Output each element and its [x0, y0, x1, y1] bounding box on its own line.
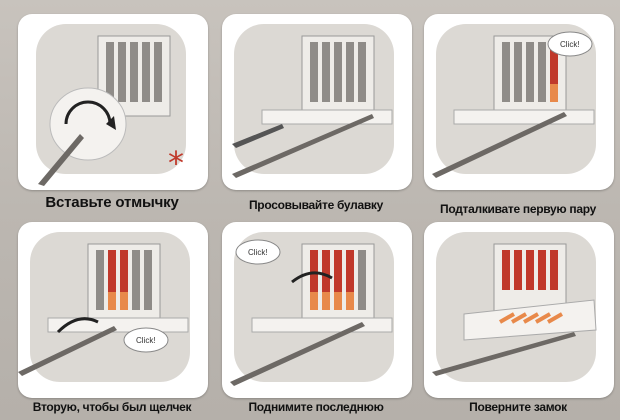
pin — [334, 42, 342, 102]
pin — [310, 42, 318, 102]
pin-key — [120, 292, 128, 310]
step-2-caption: Просовывайте булавку — [248, 198, 384, 212]
click-bubble: Click! — [123, 327, 169, 353]
pin-stack-5 — [310, 250, 366, 310]
step-1-panel: * — [18, 14, 208, 190]
step-6-illustration — [432, 232, 597, 382]
pin — [142, 42, 150, 102]
pin — [132, 250, 140, 310]
pin-set — [322, 250, 330, 292]
pin-set — [514, 250, 522, 290]
pin-set — [108, 250, 116, 292]
key-pins-rotated — [499, 312, 563, 324]
step-2-panel — [222, 14, 412, 190]
pin-set — [502, 250, 510, 290]
click-text: Click! — [248, 248, 268, 257]
step-3-illustration: Click! — [432, 24, 596, 178]
step-4-panel: Click! — [18, 222, 208, 398]
step-5-caption: Поднимите последнюю — [248, 400, 384, 414]
step-6-caption: Поверните замок — [469, 400, 567, 414]
pick — [18, 326, 117, 376]
click-bubble: Click! — [547, 31, 593, 57]
step-4-caption: Вторую, чтобы был щелчек — [32, 400, 192, 414]
pin-key — [550, 84, 558, 102]
click-text: Click! — [560, 40, 580, 49]
pin — [346, 42, 354, 102]
push-arrow-icon — [56, 317, 99, 334]
pin-key — [334, 292, 342, 310]
click-bubble: Click! — [235, 239, 281, 265]
step-5-panel: Click! — [222, 222, 412, 398]
pin — [526, 42, 534, 102]
lift-arrow-icon — [291, 271, 333, 284]
pin-set — [310, 250, 318, 292]
pin-stack-4 — [96, 250, 152, 310]
step-6-panel — [424, 222, 614, 398]
step-4-illustration: Click! — [18, 232, 190, 382]
rotate-arrow-icon — [64, 100, 112, 125]
pin-key — [346, 292, 354, 310]
keyhole-plug — [49, 87, 127, 161]
pin-key — [322, 292, 330, 310]
pick — [432, 332, 576, 376]
pin — [118, 42, 126, 102]
step-3-panel: Click! — [424, 14, 614, 190]
step-5-illustration: Click! — [230, 232, 394, 386]
arrow-head-icon — [106, 116, 116, 130]
pin — [358, 42, 366, 102]
pick — [232, 114, 374, 178]
pick — [432, 112, 567, 178]
step-3-caption: Подталкивате первую пару — [440, 202, 596, 216]
asterisk-icon: * — [168, 144, 184, 182]
pin-stack-2 — [310, 42, 366, 102]
pin — [538, 42, 546, 102]
step-2-illustration — [232, 24, 394, 178]
pin — [130, 42, 138, 102]
pin — [322, 42, 330, 102]
pin — [106, 42, 114, 102]
pin-set — [120, 250, 128, 292]
pin-stack-3 — [502, 42, 558, 102]
tension-wrench — [38, 134, 84, 186]
pin — [154, 42, 162, 102]
pin-set — [346, 250, 354, 292]
pin — [358, 250, 366, 310]
pin-set — [550, 250, 558, 290]
keyway — [251, 317, 393, 333]
pin-set — [526, 250, 534, 290]
pin — [502, 42, 510, 102]
pin — [144, 250, 152, 310]
pin-key — [108, 292, 116, 310]
pick — [230, 322, 365, 386]
pin-stack-1 — [106, 42, 162, 102]
tension-wrench — [232, 124, 284, 148]
step-1-caption: Вставьте отмычку — [45, 194, 179, 211]
pin-set — [550, 42, 558, 84]
pin-set — [334, 250, 342, 292]
pin-set — [538, 250, 546, 290]
pin — [514, 42, 522, 102]
click-text: Click! — [136, 336, 156, 345]
pin — [96, 250, 104, 310]
pin-key — [310, 292, 318, 310]
keyway — [453, 109, 595, 125]
pin-stack-6 — [502, 250, 558, 290]
step-1-illustration: * — [36, 24, 186, 186]
